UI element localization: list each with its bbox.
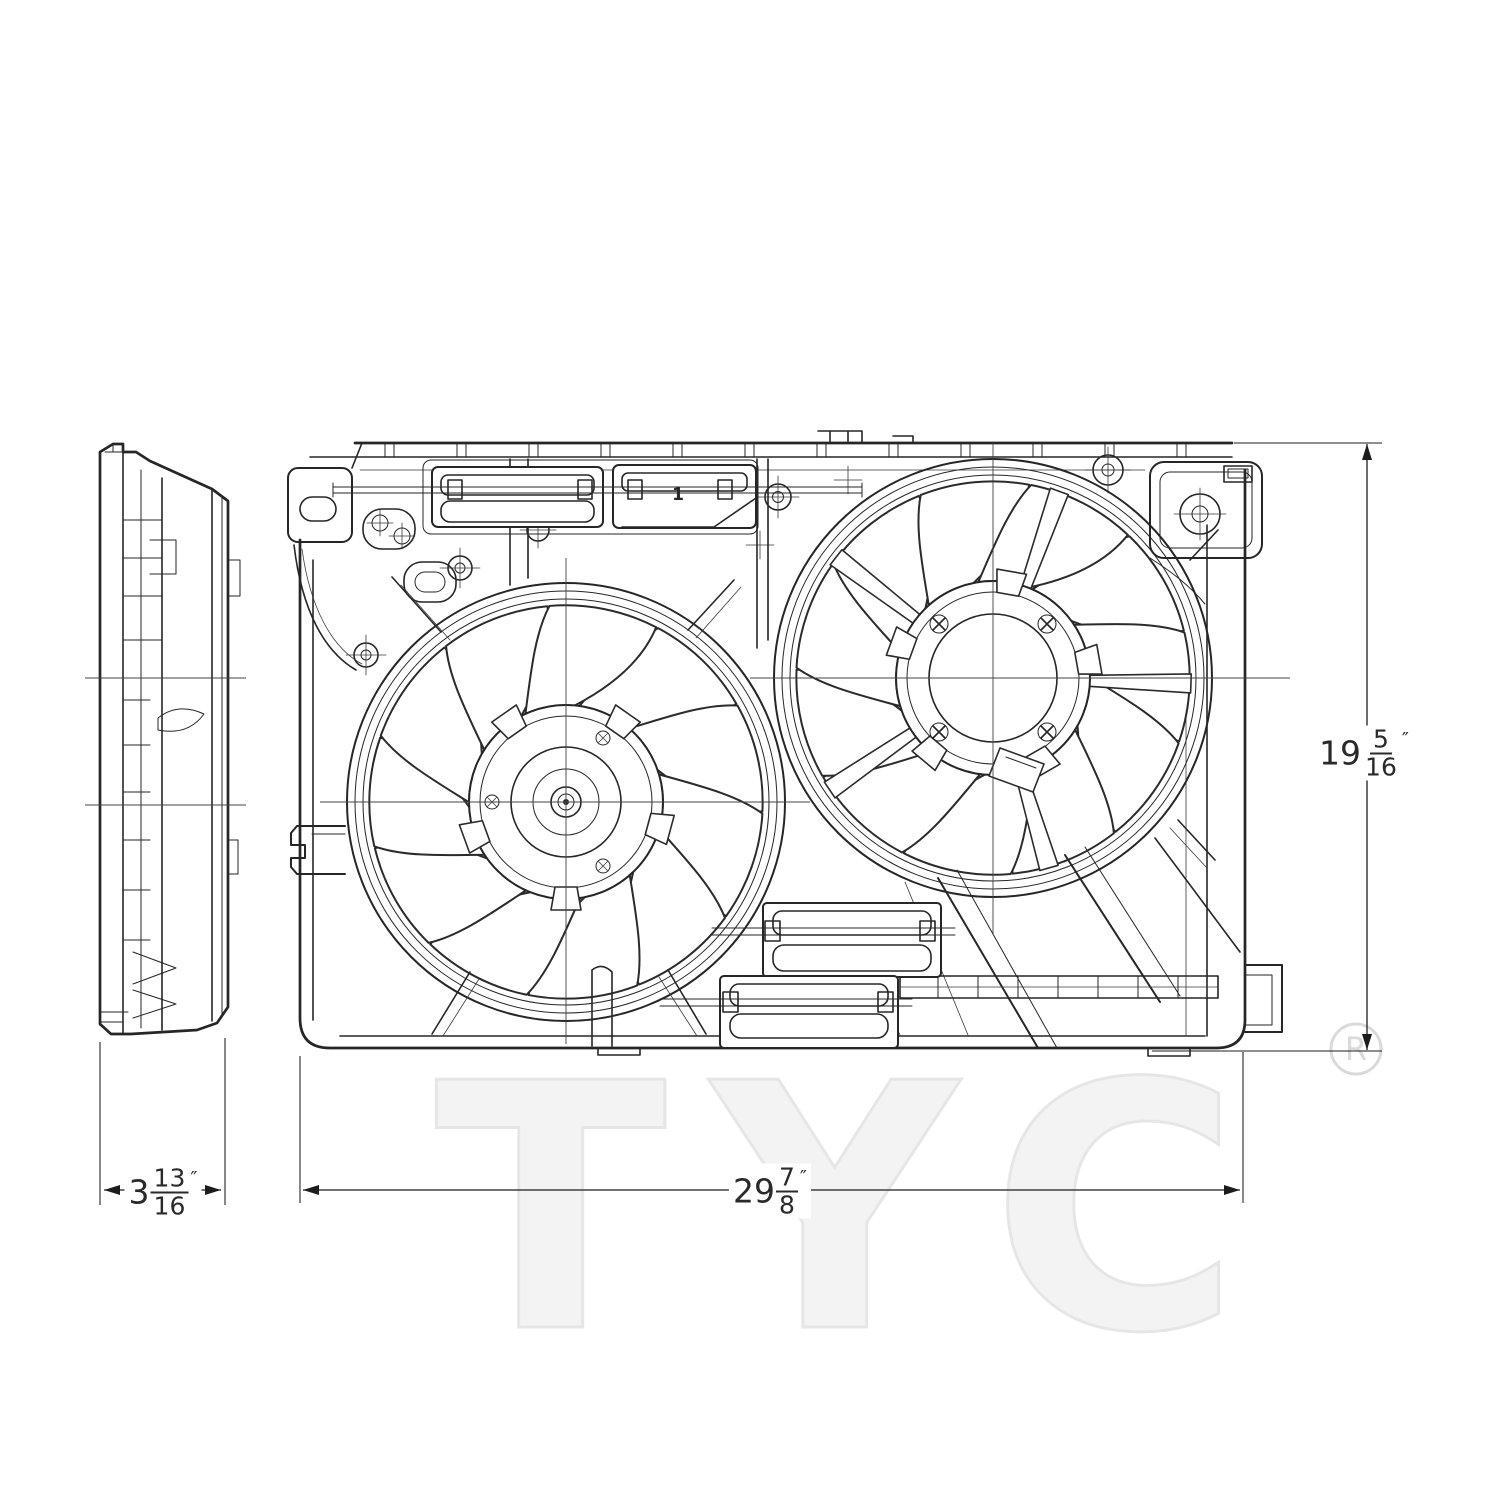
front-view-drawing: 1: [287, 430, 1290, 1057]
upper-detail-boxes: 1: [332, 459, 863, 535]
dimension-depth-fraction: 13 16: [150, 1165, 189, 1219]
part-number-label: 1: [672, 485, 684, 505]
dimension-height-whole: 19: [1319, 733, 1362, 773]
side-view-drawing: [85, 442, 246, 1036]
dimension-height-unit: ″: [1401, 728, 1409, 751]
right-fan-hub-screws: [929, 614, 1057, 742]
watermark-text: TYC: [435, 1012, 1286, 1408]
left-fan: [346, 576, 786, 1047]
dimension-height-fraction: 5 16: [1365, 724, 1397, 781]
lower-details: [659, 846, 1219, 1049]
dimension-width-fraction: 7 8: [775, 1164, 798, 1218]
dimension-width-label: 29 7 8 ″: [728, 1163, 812, 1219]
tyc-watermark: TYC R: [433, 1011, 1383, 1410]
left-fan-hub-screws: [484, 730, 611, 874]
right-fan: [773, 458, 1241, 953]
registered-trademark-icon: R: [1329, 1022, 1383, 1076]
right-fan-stator-struts: [823, 487, 1193, 872]
dimension-width-unit: ″: [799, 1166, 808, 1189]
dimension-depth-label: 3 13 16 ″: [124, 1164, 202, 1220]
dimension-height-label: 19 5 16 ″: [1315, 724, 1413, 781]
svg-text:R: R: [1345, 1030, 1367, 1068]
right-fan-blades: [795, 480, 1191, 876]
left-fan-hub-tabs: [458, 704, 676, 911]
dimension-lines: [99, 442, 1382, 1205]
centerlines: [320, 443, 1290, 1044]
dimension-depth-whole: 3: [128, 1172, 150, 1212]
dimension-depth-unit: ″: [190, 1167, 198, 1190]
dimension-width-whole: 29: [732, 1171, 775, 1211]
